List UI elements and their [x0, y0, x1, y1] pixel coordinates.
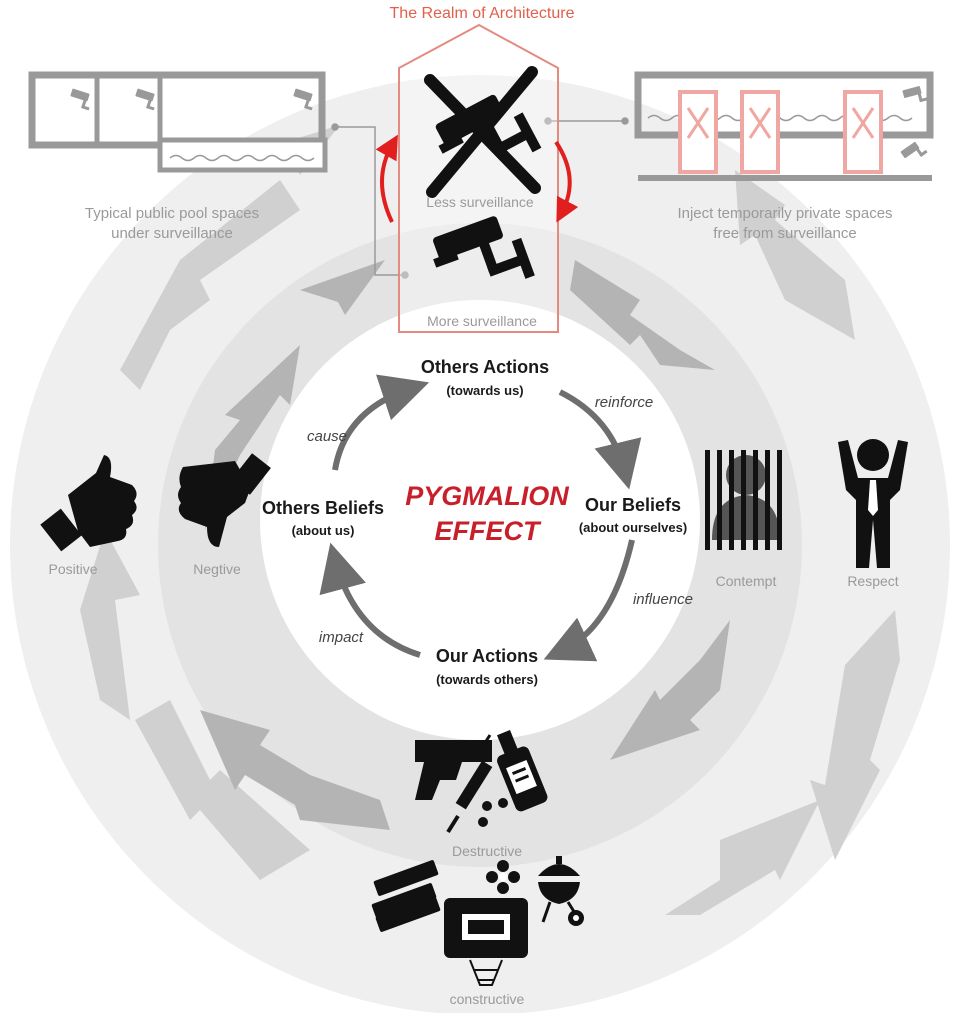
- pistol-icon: [415, 740, 492, 800]
- pygmalion-title-line1: PYGMALION: [405, 481, 569, 511]
- prisoner-behind-bars-icon: [705, 450, 782, 550]
- pool-camera-icon: [900, 84, 928, 165]
- inner-flow-arrows: [200, 260, 730, 830]
- realm-title: The Realm of Architecture: [390, 5, 575, 22]
- node-our-actions: Our Actions: [436, 646, 538, 666]
- constructive-label: constructive: [450, 991, 525, 1007]
- barbecue-grill-icon: [538, 856, 584, 926]
- thumbs-up-icon: [40, 455, 137, 552]
- node-others-beliefs: Others Beliefs: [262, 498, 384, 518]
- crossed-camera-icon: [686, 107, 875, 139]
- negative-label: Negtive: [193, 561, 241, 577]
- verb-reinforce: reinforce: [595, 394, 653, 411]
- bottle-icon: [497, 729, 548, 812]
- verb-cause: cause: [307, 428, 347, 445]
- typical-pool-caption-line2: under surveillance: [111, 225, 233, 242]
- node-our-beliefs-sub: (about ourselves): [579, 520, 687, 535]
- cycle-arrows: [319, 374, 642, 662]
- contempt-label: Contempt: [716, 573, 777, 589]
- strike-icon: [424, 66, 541, 198]
- private-pool-caption-line2: free from surveillance: [713, 225, 856, 242]
- private-pool-caption-line1: Inject temporarily private spaces: [677, 205, 892, 222]
- node-our-beliefs: Our Beliefs: [585, 495, 681, 515]
- realm-red-arrows: [375, 134, 579, 223]
- pills-icon: [478, 798, 508, 827]
- destructive-label: Destructive: [452, 843, 522, 859]
- node-others-beliefs-sub: (about us): [292, 523, 355, 538]
- verb-impact: impact: [319, 629, 364, 646]
- node-others-actions-sub: (towards us): [446, 383, 523, 398]
- node-others-actions: Others Actions: [421, 357, 549, 377]
- positive-label: Positive: [48, 561, 97, 577]
- typical-pool-diagram: [28, 71, 328, 173]
- connector-lines: [331, 117, 629, 279]
- node-our-actions-sub: (towards others): [436, 672, 538, 687]
- flower-icon: [486, 860, 520, 894]
- thumbs-down-icon: [178, 453, 271, 547]
- basketball-hoop-icon: [444, 898, 528, 986]
- less-surveillance-label: Less surveillance: [426, 194, 534, 210]
- books-icon: [371, 860, 441, 932]
- syringe-icon: [446, 734, 493, 834]
- more-surveillance-label: More surveillance: [427, 313, 537, 329]
- pygmalion-title-line2: EFFECT: [435, 516, 543, 546]
- cheering-person-icon: [838, 439, 908, 568]
- respect-label: Respect: [847, 573, 898, 589]
- pool-camera-icon: [67, 88, 317, 111]
- private-pool-diagram: [634, 71, 934, 181]
- verb-influence: influence: [633, 591, 693, 608]
- typical-pool-caption-line1: Typical public pool spaces: [85, 205, 259, 222]
